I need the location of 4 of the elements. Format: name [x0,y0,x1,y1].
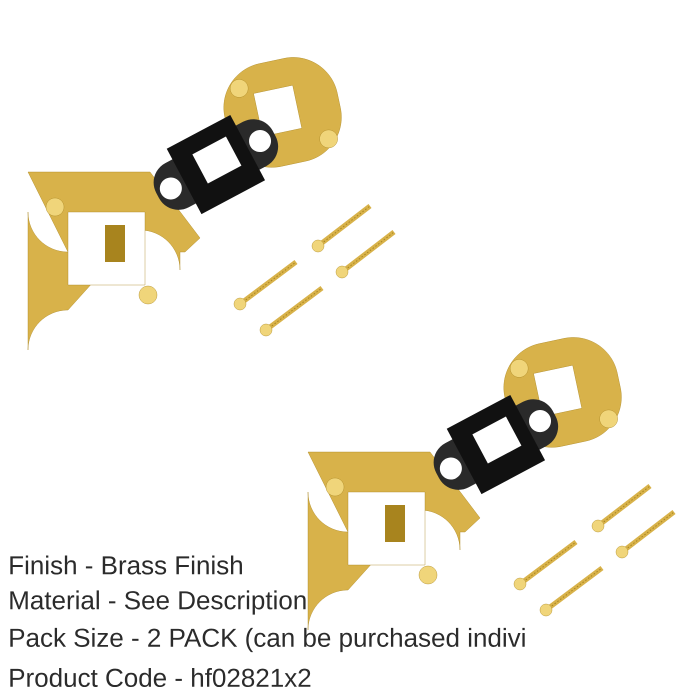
spec-line: Product Code - hf02821x2 [10,668,310,688]
spec-line: Pack Size - 2 PACK (can be purchased indivi [10,628,525,652]
spec-line: Material - See Description [10,590,306,615]
spec-line: Finish - Brass Finish [10,555,242,575]
